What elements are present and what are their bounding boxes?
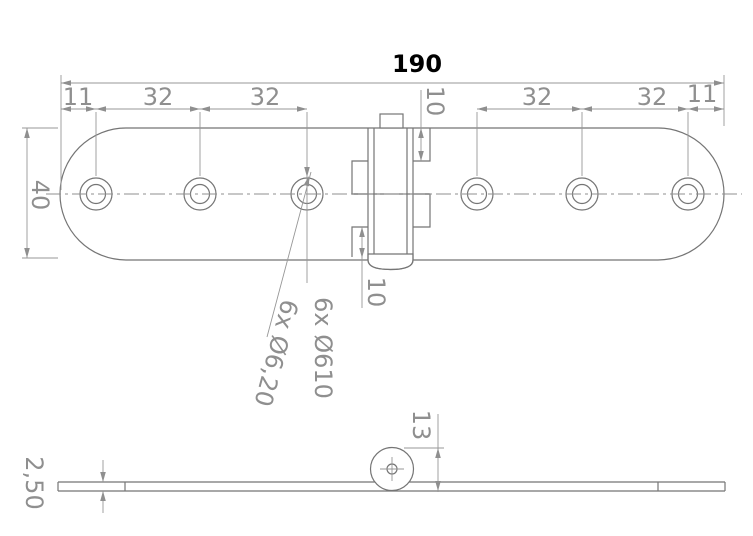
knuckle-box-1 — [413, 128, 431, 162]
dim-label-32-left-1: 32 — [143, 83, 174, 111]
dim-label-2-50: 2,50 — [20, 456, 48, 509]
dim-label-40: 40 — [26, 180, 54, 211]
dim-hole-spacing: 11 32 32 32 32 11 — [61, 80, 724, 283]
dim-label-13: 13 — [407, 410, 435, 441]
knuckle-box-2 — [351, 160, 368, 195]
hole-callouts: 6x Ø610 6x Ø6,20 — [248, 167, 337, 409]
dim-label-32-right-2: 32 — [637, 83, 668, 111]
dim-label-10-bottom: 10 — [362, 277, 390, 308]
hinge-barrel — [351, 113, 431, 271]
dim-knuckle-top: 10 — [418, 86, 449, 161]
dim-barrel-height: 13 — [404, 410, 444, 492]
side-view: 13 2,50 — [20, 410, 726, 513]
dim-overall-length: 190 — [60, 50, 725, 190]
countersink-callout-label: 6x Ø610 — [309, 297, 337, 399]
bore-callout-label: 6x Ø6,20 — [248, 297, 303, 410]
dim-label-32-left-2: 32 — [250, 83, 281, 111]
dim-label-11-right: 11 — [687, 80, 718, 108]
dim-plate-height: 40 — [22, 127, 58, 259]
pin-tab — [379, 113, 404, 129]
dim-label-32-right-1: 32 — [522, 83, 553, 111]
barrel-profile — [369, 446, 415, 492]
bore-leader-line — [266, 171, 312, 338]
dim-knuckle-bottom: 10 — [359, 227, 390, 308]
top-view: 190 11 32 32 32 — [22, 50, 742, 409]
knuckle-box-4 — [351, 226, 368, 257]
dim-thickness: 2,50 — [20, 456, 106, 513]
barrel-bottom-cap — [367, 254, 414, 271]
dim-label-11-left: 11 — [63, 83, 94, 111]
knuckle-box-3 — [413, 193, 431, 228]
dim-label-10-top: 10 — [421, 86, 449, 117]
plate-outline — [59, 127, 725, 261]
dim-label-190: 190 — [392, 50, 442, 78]
